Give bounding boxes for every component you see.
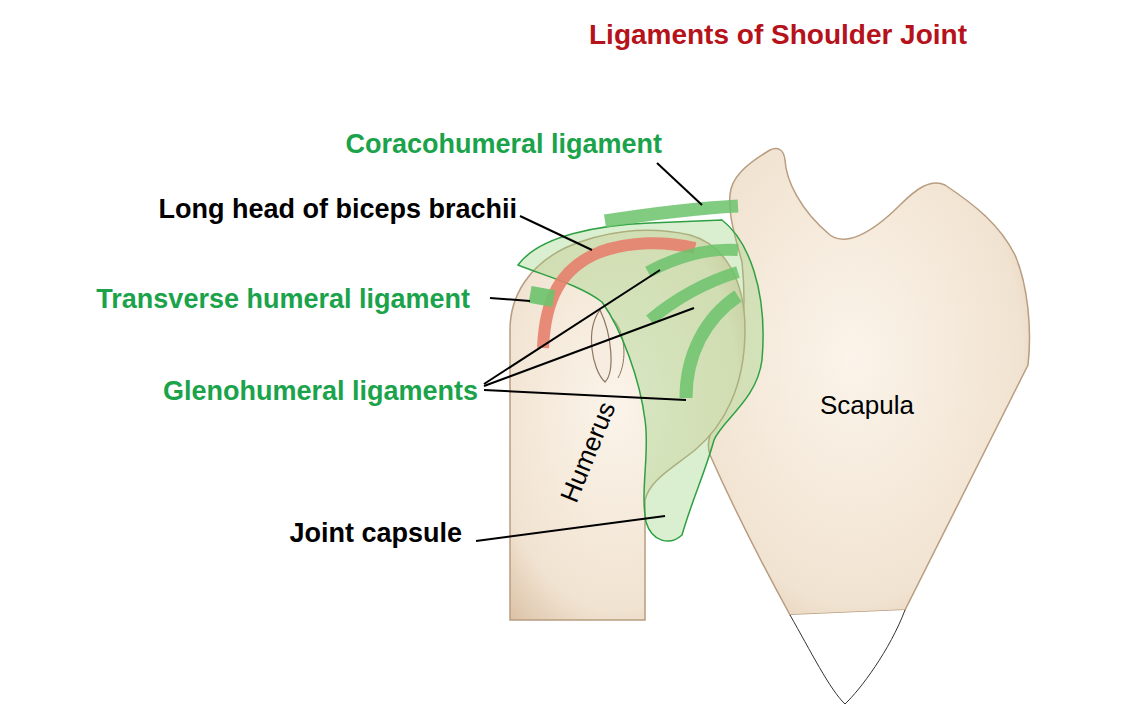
leader-line: [484, 390, 686, 400]
superior-glenohumeral-ligament: [648, 250, 738, 272]
scapula-tip: [790, 610, 905, 704]
part-label: Long head of biceps brachii: [158, 195, 517, 225]
inferior-glenohumeral-ligament: [686, 296, 738, 398]
leader-line: [520, 216, 592, 250]
part-label: Joint capsule: [289, 519, 462, 549]
leader-line: [657, 163, 702, 205]
joint-capsule: [518, 220, 763, 541]
coracohumeral-ligament: [605, 206, 738, 221]
ligament-label: Coracohumeral ligament: [345, 130, 662, 160]
leader-line: [490, 298, 530, 301]
transverse-humeral-ligament: [529, 286, 556, 307]
leader-line: [484, 308, 694, 386]
bone-label: Scapula: [820, 391, 914, 420]
ligament-label: Transverse humeral ligament: [96, 285, 470, 315]
ligament-label: Glenohumeral ligaments: [163, 377, 478, 407]
leader-line: [476, 516, 665, 541]
leader-line: [484, 270, 660, 384]
diagram-title: Ligaments of Shoulder Joint: [589, 20, 967, 51]
